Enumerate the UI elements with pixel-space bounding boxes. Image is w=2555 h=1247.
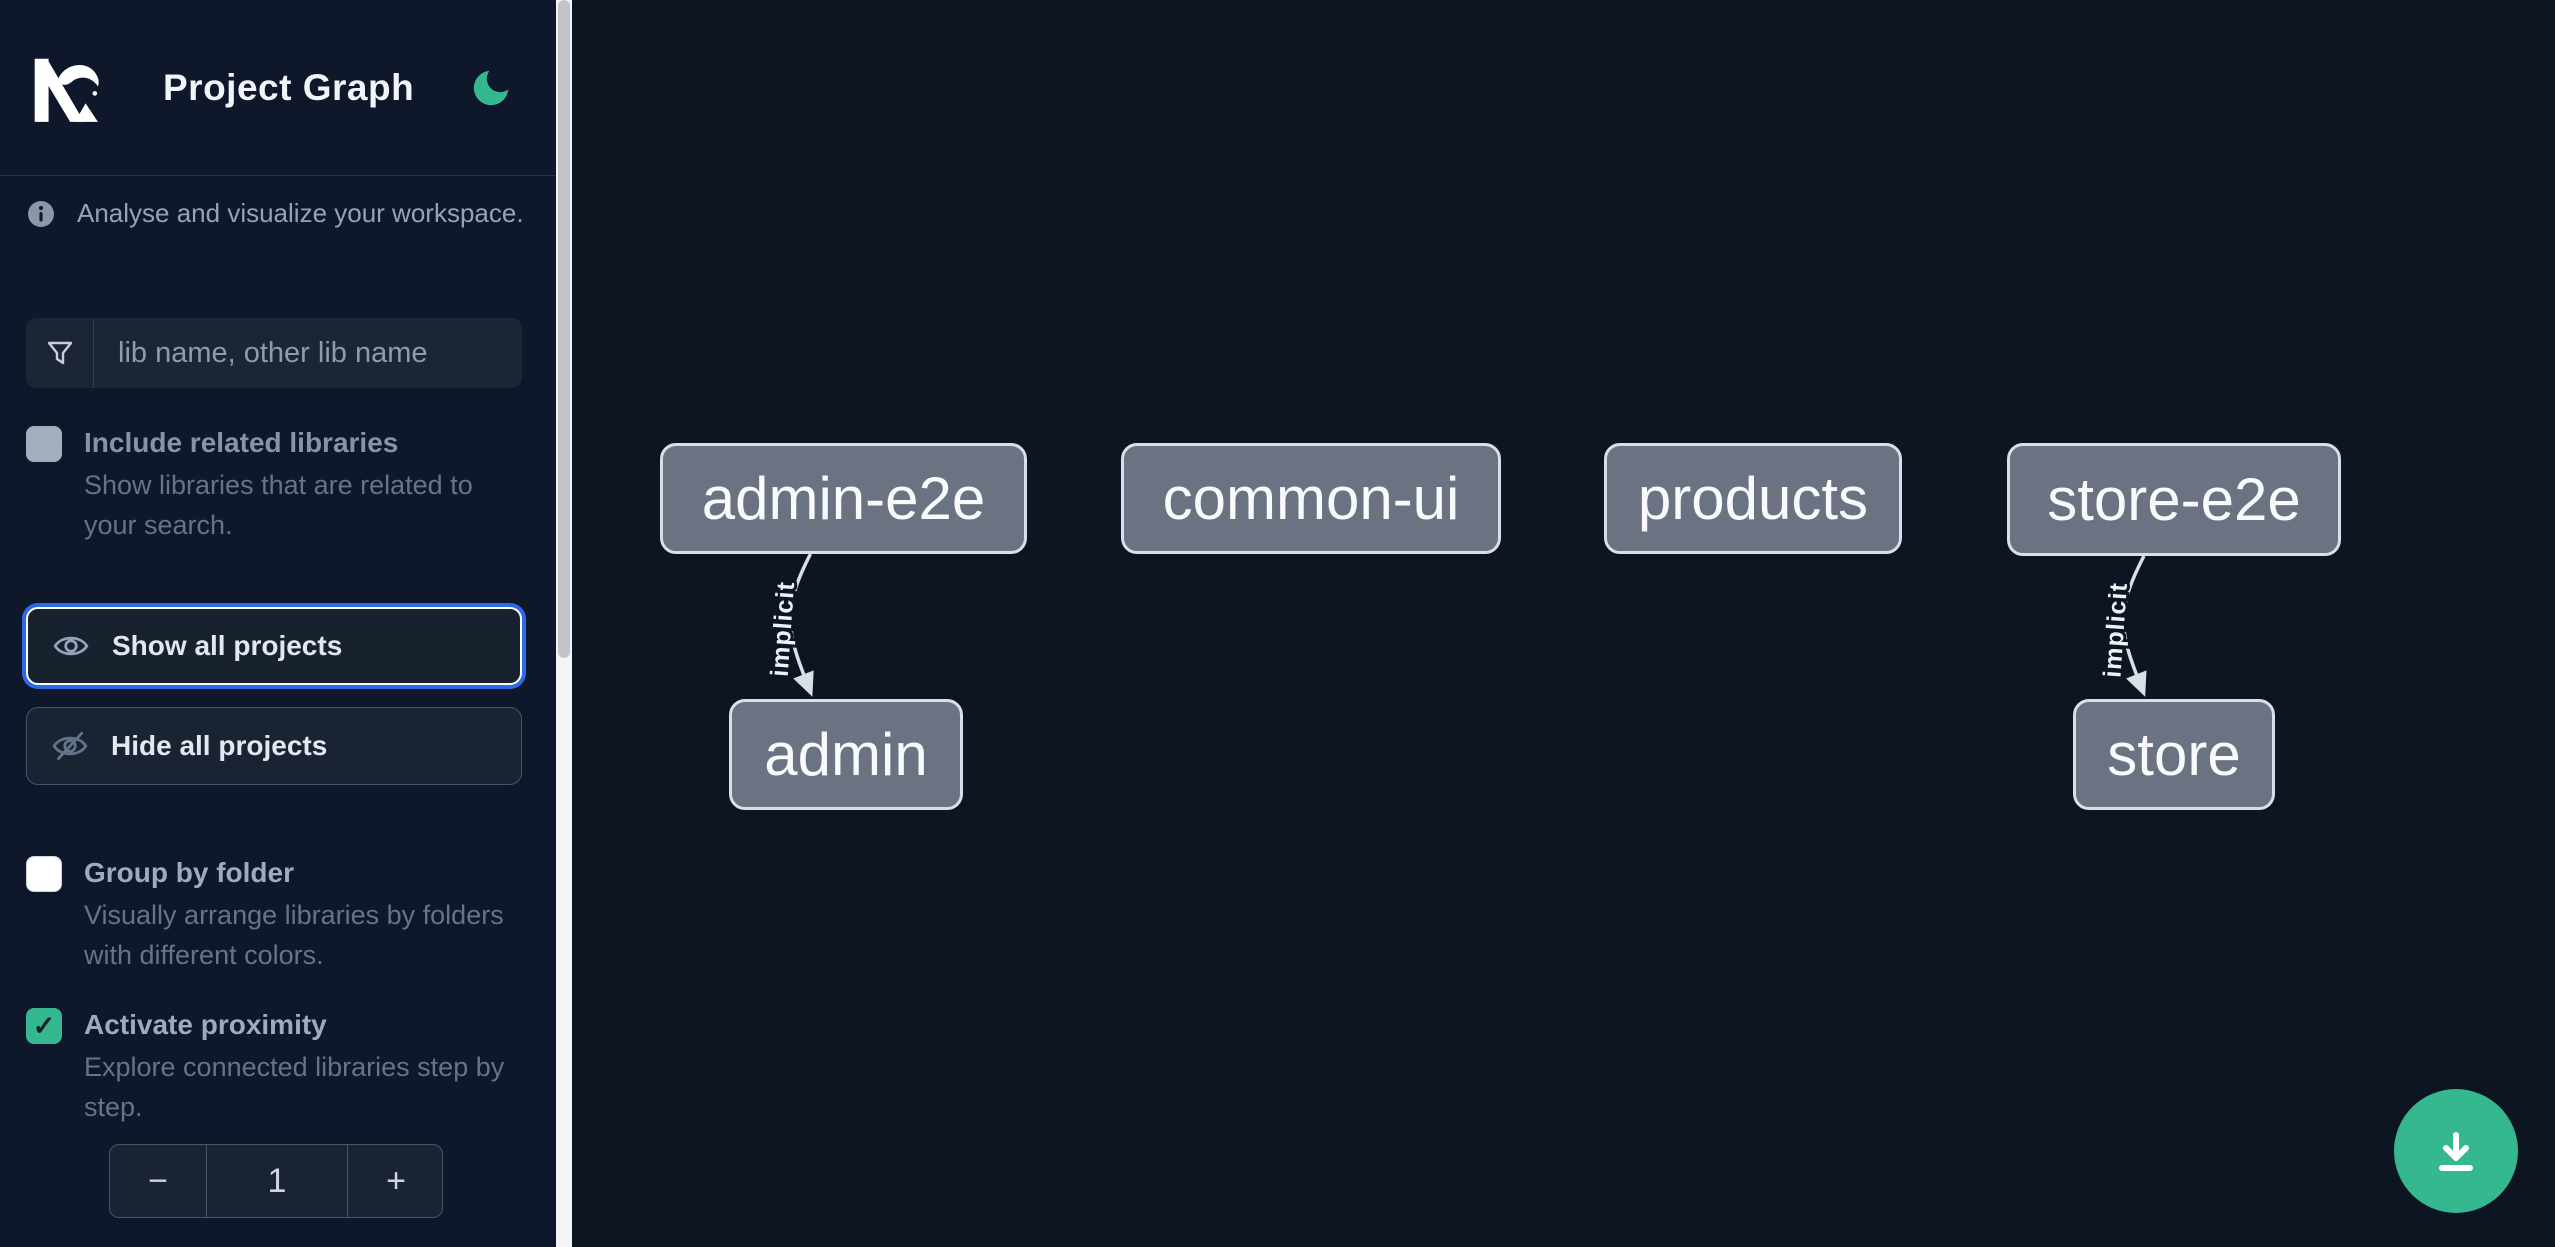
filter-icon bbox=[26, 318, 94, 388]
show-all-projects-button[interactable]: Show all projects bbox=[26, 607, 522, 685]
stepper-value: 1 bbox=[267, 1161, 287, 1200]
download-icon bbox=[2428, 1123, 2484, 1179]
include-related-label: Include related libraries bbox=[84, 427, 399, 458]
show-all-projects-label: Show all projects bbox=[112, 630, 343, 661]
decrement-button[interactable]: − bbox=[110, 1145, 207, 1217]
group-by-folder-label: Group by folder bbox=[84, 857, 294, 888]
group-by-folder-toggle: Group by folder Visually arrange librari… bbox=[26, 851, 512, 975]
graph-node-products[interactable]: products bbox=[1604, 443, 1902, 554]
graph-node-admin[interactable]: admin bbox=[729, 699, 963, 810]
activate-proximity-checkbox[interactable] bbox=[26, 1008, 62, 1044]
activate-proximity-label: Activate proximity bbox=[84, 1009, 327, 1040]
graph-node-common-ui[interactable]: common-ui bbox=[1121, 443, 1501, 554]
sidebar: Project Graph Analyse and visualize your… bbox=[0, 0, 556, 1247]
group-by-folder-checkbox[interactable] bbox=[26, 856, 62, 892]
sidebar-scrollbar-track bbox=[556, 0, 572, 1247]
sidebar-scrollbar-thumb[interactable] bbox=[558, 0, 570, 658]
graph-node-store-e2e[interactable]: store-e2e bbox=[2007, 443, 2341, 556]
page-title: Project Graph bbox=[163, 66, 415, 108]
graph-edge bbox=[788, 553, 814, 697]
include-related-toggle: Include related libraries Show libraries… bbox=[26, 421, 512, 545]
tagline-text: Analyse and visualize your workspace. bbox=[77, 198, 524, 228]
group-by-folder-description: Visually arrange libraries by folders wi… bbox=[84, 900, 504, 970]
search-box bbox=[26, 318, 522, 388]
graph-edge bbox=[2121, 555, 2147, 697]
info-icon bbox=[27, 200, 55, 228]
graph-node-store[interactable]: store bbox=[2073, 699, 2275, 810]
theme-toggle-button[interactable] bbox=[468, 65, 514, 111]
tagline-row: Analyse and visualize your workspace. bbox=[27, 198, 524, 229]
increment-button[interactable]: + bbox=[347, 1145, 442, 1217]
graph-node-admin-e2e[interactable]: admin-e2e bbox=[660, 443, 1027, 554]
include-related-checkbox[interactable] bbox=[26, 426, 62, 462]
include-related-description: Show libraries that are related to your … bbox=[84, 470, 473, 540]
proximity-depth-stepper: − 1 + bbox=[109, 1144, 443, 1218]
moon-icon bbox=[468, 65, 514, 111]
activate-proximity-description: Explore connected libraries step by step… bbox=[84, 1052, 505, 1122]
hide-all-projects-button[interactable]: Hide all projects bbox=[26, 707, 522, 785]
download-graph-button[interactable] bbox=[2394, 1089, 2518, 1213]
sidebar-header: Project Graph bbox=[0, 0, 556, 176]
activate-proximity-toggle: Activate proximity Explore connected lib… bbox=[26, 1003, 512, 1127]
hide-all-projects-label: Hide all projects bbox=[111, 730, 328, 761]
nx-logo-icon bbox=[27, 51, 101, 125]
search-input[interactable] bbox=[94, 318, 522, 388]
eye-off-icon bbox=[51, 727, 89, 765]
eye-icon bbox=[52, 627, 90, 665]
